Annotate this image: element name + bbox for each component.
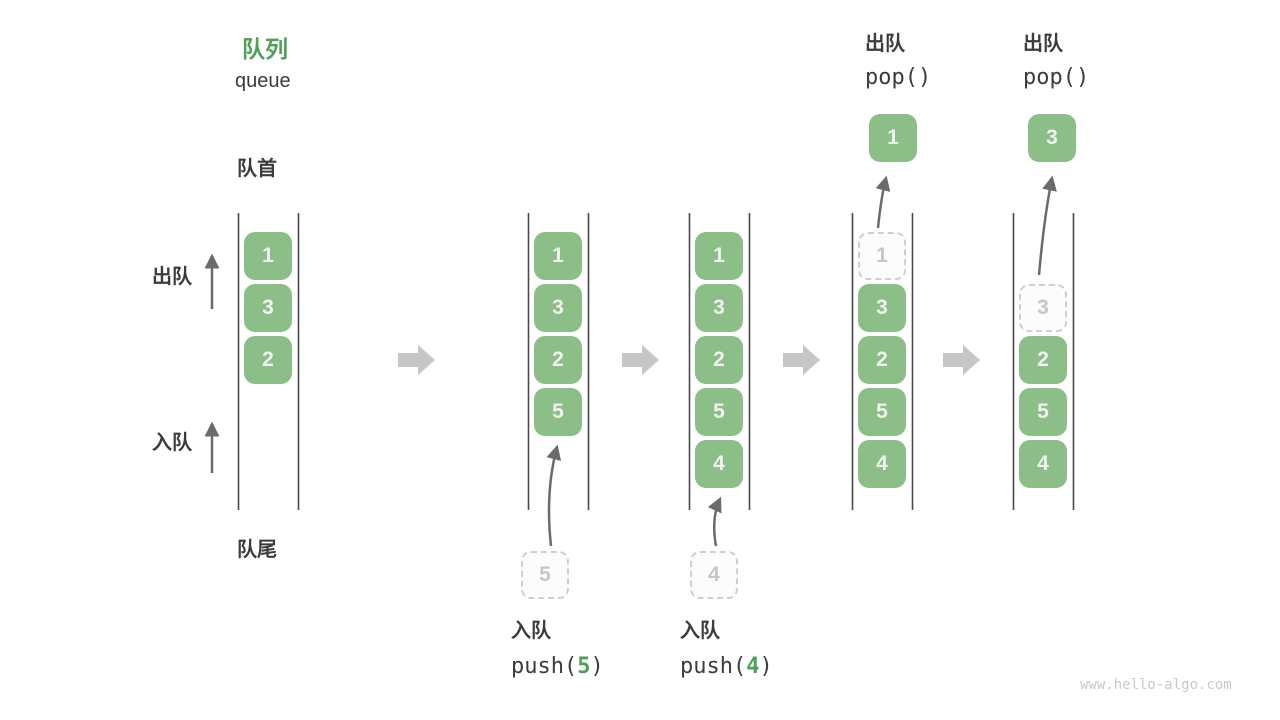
pop1-op-code: pop() bbox=[865, 65, 932, 90]
push4-arrow-icon bbox=[707, 496, 722, 547]
push4-op-label: 入队 bbox=[680, 620, 720, 642]
queue-container-walls bbox=[237, 213, 1075, 510]
queue-element: 2 bbox=[695, 336, 743, 384]
pop3-arrow-icon bbox=[1037, 175, 1057, 276]
queue-element: 3 bbox=[244, 284, 292, 332]
incoming-element-ghost: 4 bbox=[690, 551, 738, 599]
label-enqueue-side: 入队 bbox=[152, 432, 192, 454]
code-arg: 4 bbox=[746, 654, 760, 679]
diagram-title-en: queue bbox=[235, 70, 291, 92]
label-queue-rear: 队尾 bbox=[237, 539, 277, 561]
state-transition-arrows bbox=[398, 345, 980, 375]
popped-element: 1 bbox=[869, 114, 917, 162]
popped-element: 3 bbox=[1028, 114, 1076, 162]
push4-op-code: push(4) bbox=[680, 653, 773, 681]
push5-op-label: 入队 bbox=[511, 620, 551, 642]
pop1-op-label: 出队 bbox=[865, 33, 905, 55]
block-arrow-right-icon bbox=[783, 345, 820, 375]
code-close: ) bbox=[590, 654, 604, 679]
queue-element: 3 bbox=[858, 284, 906, 332]
pop3-op-label: 出队 bbox=[1023, 33, 1063, 55]
pop1-arrow-icon bbox=[875, 175, 891, 229]
label-queue-front: 队首 bbox=[237, 158, 277, 180]
operation-arrows bbox=[204, 175, 1057, 547]
queue-element: 3 bbox=[534, 284, 582, 332]
incoming-element-ghost: 5 bbox=[521, 551, 569, 599]
code-fn: push( bbox=[511, 654, 578, 679]
queue-element: 2 bbox=[1019, 336, 1067, 384]
code-fn: push( bbox=[680, 654, 747, 679]
queue-element: 4 bbox=[858, 440, 906, 488]
queue-element: 5 bbox=[1019, 388, 1067, 436]
queue-element: 4 bbox=[695, 440, 743, 488]
removed-element-ghost: 1 bbox=[858, 232, 906, 280]
push5-op-code: push(5) bbox=[511, 653, 604, 681]
push5-arrow-icon bbox=[546, 444, 562, 547]
block-arrow-right-icon bbox=[943, 345, 980, 375]
queue-element: 4 bbox=[1019, 440, 1067, 488]
queue-element: 1 bbox=[695, 232, 743, 280]
code-arg: 5 bbox=[577, 654, 591, 679]
block-arrow-right-icon bbox=[622, 345, 659, 375]
diagram-title-zh: 队列 bbox=[242, 36, 288, 62]
queue-element: 1 bbox=[244, 232, 292, 280]
label-dequeue-side: 出队 bbox=[152, 266, 192, 288]
pop3-op-code: pop() bbox=[1023, 65, 1090, 90]
block-arrow-right-icon bbox=[398, 345, 435, 375]
removed-element-ghost: 3 bbox=[1019, 284, 1067, 332]
queue-element: 2 bbox=[858, 336, 906, 384]
queue-element: 2 bbox=[534, 336, 582, 384]
queue-element: 5 bbox=[534, 388, 582, 436]
queue-element: 5 bbox=[858, 388, 906, 436]
queue-element: 1 bbox=[534, 232, 582, 280]
queue-element: 5 bbox=[695, 388, 743, 436]
code-close: ) bbox=[759, 654, 773, 679]
watermark: www.hello-algo.com bbox=[1080, 677, 1232, 693]
queue-element: 3 bbox=[695, 284, 743, 332]
queue-element: 2 bbox=[244, 336, 292, 384]
